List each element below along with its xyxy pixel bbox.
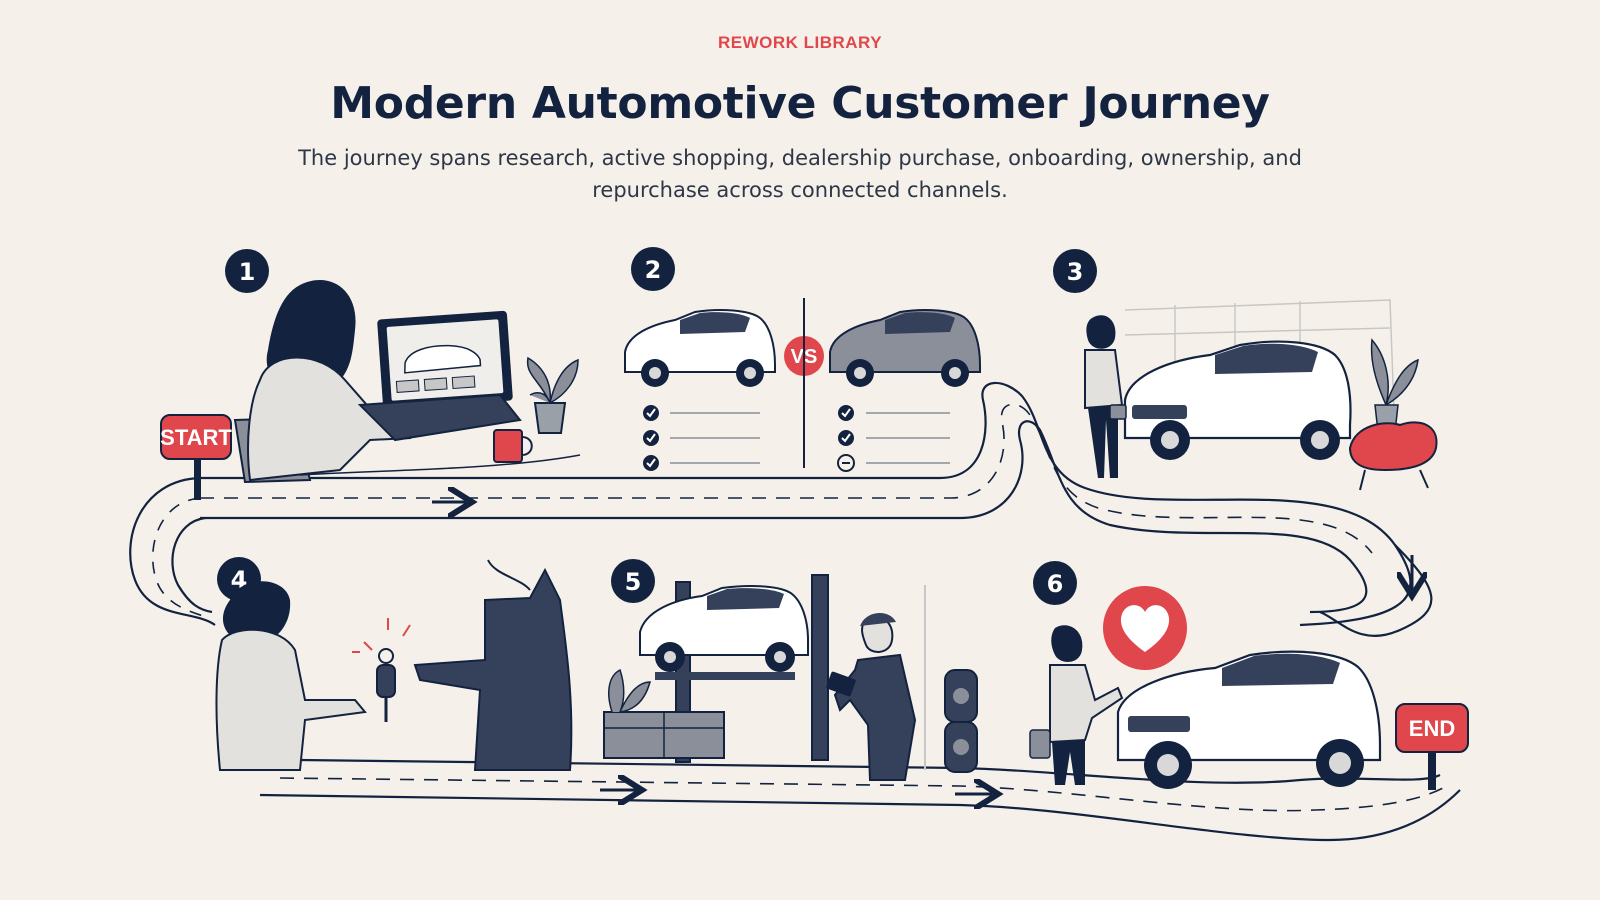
start-label: START [160, 425, 232, 450]
car-b-icon [830, 310, 980, 387]
dealership-car-icon [1125, 342, 1350, 460]
road-left-center [153, 498, 210, 618]
loyalty-car-icon [1118, 652, 1380, 789]
start-sign: START [160, 415, 232, 500]
plant-pot [535, 403, 565, 433]
heart-icon [1103, 586, 1187, 670]
road-right-outer [1320, 545, 1431, 636]
armchair-icon [1350, 422, 1437, 490]
scene-dealership [1085, 300, 1437, 490]
step-badge-1: 1 [225, 249, 269, 293]
step-number: 2 [645, 256, 662, 284]
loyal-customer-person [1030, 625, 1122, 785]
step-number: 5 [625, 568, 642, 596]
salesperson-person [415, 560, 571, 770]
step-badge-2: 2 [631, 247, 675, 291]
customer-person [216, 581, 365, 770]
scene-service [604, 575, 977, 780]
step-number: 1 [239, 258, 256, 286]
step-badge-6: 6 [1033, 561, 1077, 605]
car-a-icon [625, 310, 775, 387]
lift-post-right [812, 575, 828, 760]
scene-comparison: VS [625, 298, 980, 471]
road-left-inner [172, 518, 212, 612]
step-number: 3 [1067, 258, 1084, 286]
checklist-right [838, 405, 950, 471]
checklist-left [643, 405, 760, 471]
end-label: END [1409, 716, 1455, 741]
step-badge-5: 5 [611, 559, 655, 603]
tire-rack-icon [925, 585, 977, 772]
service-plant [609, 670, 650, 712]
coffee-mug-icon [494, 430, 532, 462]
lifted-car-icon [640, 586, 808, 680]
end-sign: END [1396, 704, 1468, 790]
mechanic-person [826, 613, 915, 780]
road-top-inner [200, 421, 1366, 612]
step-badge-3: 3 [1053, 249, 1097, 293]
step-number: 6 [1047, 570, 1064, 598]
scene-online-research [235, 280, 580, 482]
shopper-person [1085, 315, 1126, 478]
road-bottom-inner [260, 790, 1460, 840]
plant-leaves [528, 358, 578, 403]
scene-key-handover [216, 560, 571, 770]
showroom-plant [1372, 340, 1418, 432]
